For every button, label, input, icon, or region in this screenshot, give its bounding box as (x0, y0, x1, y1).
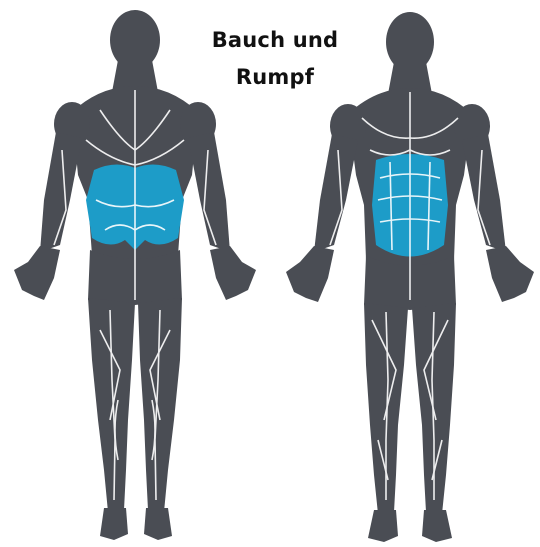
front-left-hand (286, 246, 334, 302)
back-right-arm (188, 132, 230, 252)
back-left-hand (14, 246, 60, 300)
front-left-arm (314, 134, 358, 252)
front-right-hand (486, 246, 534, 302)
title-line-2: Rumpf (200, 59, 350, 96)
front-left-foot (368, 510, 398, 542)
back-right-foot (144, 508, 172, 540)
front-right-foot (422, 510, 452, 542)
back-left-foot (100, 508, 128, 540)
front-right-arm (462, 134, 506, 252)
back-right-hand (210, 246, 256, 300)
title-line-1: Bauch und (200, 22, 350, 59)
back-left-arm (40, 132, 82, 252)
back-left-leg (88, 298, 135, 512)
diagram-title: Bauch und Rumpf (200, 22, 350, 96)
